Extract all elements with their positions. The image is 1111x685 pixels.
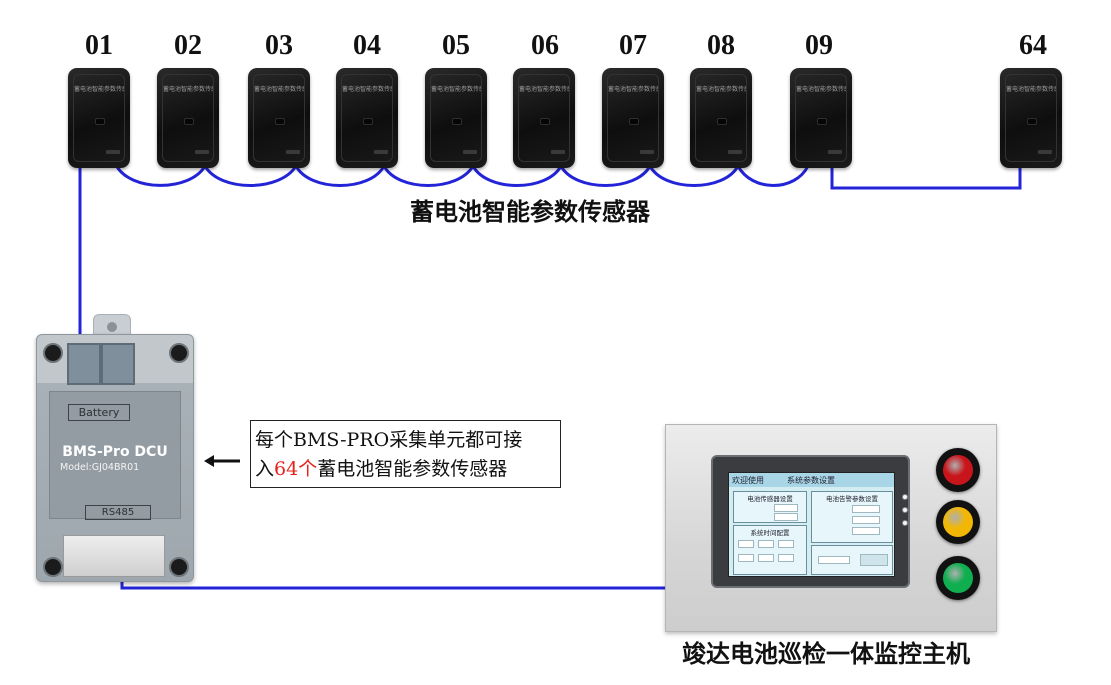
wire-06-07 xyxy=(559,165,652,187)
screen-panel-alarm: 电池告警参数设置 xyxy=(811,491,893,543)
note-line-2-prefix: 入 xyxy=(255,458,275,480)
battery-sensor-07: 蓄电池智能参数传感器 xyxy=(602,68,664,168)
yellow-indicator-light xyxy=(936,500,980,544)
sensor-label-06: 06 xyxy=(531,30,559,61)
battery-sensor-04: 蓄电池智能参数传感器 xyxy=(336,68,398,168)
note-line-2: 入64个蓄电池智能参数传感器 xyxy=(255,455,560,484)
screen-panel-time-title: 系统时间配置 xyxy=(750,529,790,537)
wire-02-03 xyxy=(203,165,298,187)
note-line-1: 每个BMS-PRO采集单元都可接 xyxy=(255,429,523,451)
dcu-name: BMS-Pro DCU xyxy=(62,444,168,460)
battery-sensor-09: 蓄电池智能参数传感器 xyxy=(790,68,852,168)
sensor-label-03: 03 xyxy=(265,30,293,61)
dcu-port-left xyxy=(67,343,101,385)
dcu-model: Model:GJ04BR01 xyxy=(60,462,140,473)
battery-sensor-08: 蓄电池智能参数传感器 xyxy=(690,68,752,168)
host-caption: 竣达电池巡检一体监控主机 xyxy=(682,639,970,668)
dcu-device: Battery BMS-Pro DCU Model:GJ04BR01 RS485 xyxy=(36,334,194,582)
battery-sensor-64: 蓄电池智能参数传感器 xyxy=(1000,68,1062,168)
screen-panel-time: 系统时间配置 xyxy=(733,525,807,575)
screen-title: 系统参数设置 xyxy=(787,476,835,485)
sensor-device-text: 蓄电池智能参数传感器 xyxy=(342,86,392,93)
sensor-label-08: 08 xyxy=(707,30,735,61)
battery-sensor-06: 蓄电池智能参数传感器 xyxy=(513,68,575,168)
sensor-device-text: 蓄电池智能参数传感器 xyxy=(696,86,746,93)
wire-07-08 xyxy=(648,165,740,187)
green-indicator-light xyxy=(936,556,980,600)
screen-header: 欢迎使用 系统参数设置 xyxy=(729,473,894,487)
sensor-label-07: 07 xyxy=(619,30,647,61)
battery-sensor-03: 蓄电池智能参数传感器 xyxy=(248,68,310,168)
sensor-device-text: 蓄电池智能参数传感器 xyxy=(796,86,846,93)
sensor-device-text: 蓄电池智能参数传感器 xyxy=(254,86,304,93)
note-box: 每个BMS-PRO采集单元都可接 入64个蓄电池智能参数传感器 xyxy=(250,420,561,488)
wire-08-09 xyxy=(736,165,810,187)
dcu-port-right xyxy=(101,343,135,385)
dcu-face-panel: Battery BMS-Pro DCU Model:GJ04BR01 xyxy=(49,391,181,519)
sensor-device-text: 蓄电池智能参数传感器 xyxy=(431,86,481,93)
sensor-device-text: 蓄电池智能参数传感器 xyxy=(608,86,658,93)
note-line-2-suffix: 蓄电池智能参数传感器 xyxy=(317,458,508,480)
screen-panel-sensor: 电池传感器设置 xyxy=(733,491,807,523)
screen-welcome: 欢迎使用 xyxy=(732,476,764,485)
red-indicator-light xyxy=(936,448,980,492)
status-led xyxy=(902,494,908,500)
status-led xyxy=(902,507,908,513)
sensor-device-text: 蓄电池智能参数传感器 xyxy=(74,86,124,93)
screen-panel-sensor-title: 电池传感器设置 xyxy=(747,495,793,503)
dcu-rs485-label: RS485 xyxy=(85,505,151,520)
sensor-device-text: 蓄电池智能参数传感器 xyxy=(1006,86,1056,93)
status-led xyxy=(902,520,908,526)
battery-sensor-05: 蓄电池智能参数传感器 xyxy=(425,68,487,168)
sensor-label-09: 09 xyxy=(805,30,833,61)
wire-03-04 xyxy=(294,165,386,187)
wire-01-02 xyxy=(114,164,207,187)
screen-panel-extra xyxy=(811,545,893,575)
wire-09-64 xyxy=(830,165,1022,190)
screen-panel-alarm-title: 电池告警参数设置 xyxy=(826,495,878,503)
dcu-battery-label: Battery xyxy=(68,404,130,421)
sensor-caption: 蓄电池智能参数传感器 xyxy=(410,197,650,226)
battery-sensor-02: 蓄电池智能参数传感器 xyxy=(157,68,219,168)
sensor-label-04: 04 xyxy=(353,30,381,61)
sensor-label-01: 01 xyxy=(85,30,113,61)
dcu-terminal-block xyxy=(63,535,165,577)
battery-sensor-01: 蓄电池智能参数传感器 xyxy=(68,68,130,168)
touchscreen: 欢迎使用 系统参数设置 电池传感器设置 系统时间配置 电池告警参数设置 xyxy=(728,472,895,577)
sensor-device-text: 蓄电池智能参数传感器 xyxy=(163,86,213,93)
left-arrow-icon xyxy=(204,455,240,467)
sensor-label-05: 05 xyxy=(442,30,470,61)
wire-dcu-to-host xyxy=(120,572,668,590)
sensor-device-text: 蓄电池智能参数传感器 xyxy=(519,86,569,93)
wire-05-06 xyxy=(471,165,563,187)
sensor-label-64: 64 xyxy=(1019,30,1047,61)
note-highlight: 64个 xyxy=(274,458,318,480)
sensor-label-02: 02 xyxy=(174,30,202,61)
wire-04-05 xyxy=(382,165,475,187)
